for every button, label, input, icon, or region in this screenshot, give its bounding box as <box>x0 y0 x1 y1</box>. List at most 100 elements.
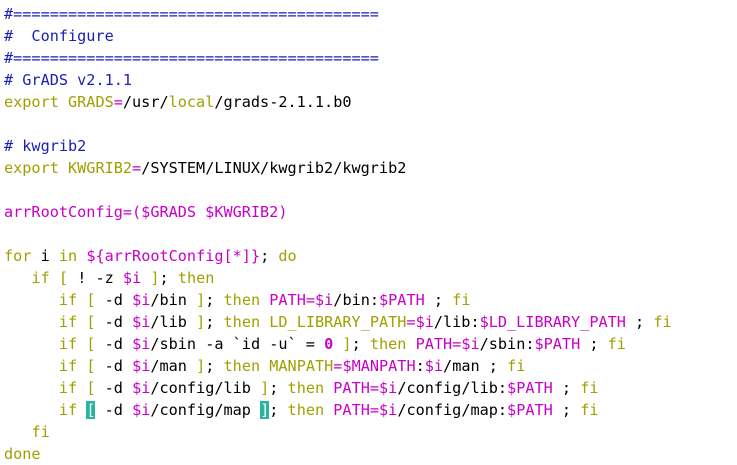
code-token: /bin <box>150 291 197 309</box>
code-token: ] <box>196 357 206 375</box>
code-token: done <box>4 445 41 463</box>
code-line[interactable]: # kwgrib2 <box>4 135 737 157</box>
code-line[interactable]: if [ -d $i/lib ]; then LD_LIBRARY_PATH=$… <box>4 311 737 333</box>
code-token: ; <box>580 335 608 353</box>
code-token: ; <box>205 291 224 309</box>
code-line[interactable] <box>4 179 737 201</box>
code-token: ; <box>205 357 224 375</box>
matched-bracket: ] <box>260 401 270 419</box>
code-token: if <box>58 357 78 375</box>
code-line[interactable]: if [ -d $i/sbin -a `id -u` = 0 ]; then P… <box>4 333 737 355</box>
code-token: ] <box>150 269 160 287</box>
code-line[interactable]: export GRADS=/usr/local/grads-2.1.1.b0 <box>4 91 737 113</box>
code-token: if <box>58 379 78 397</box>
code-token: PATH <box>333 401 370 419</box>
matched-bracket: [ <box>86 401 96 419</box>
code-token: ${arrRootConfig[*]} <box>86 247 261 265</box>
code-token: $i <box>132 379 151 397</box>
code-token: ; <box>269 401 288 419</box>
code-editor[interactable]: #=======================================… <box>4 3 737 465</box>
code-token: /SYSTEM/LINUX/kwgrib2/kwgrib2 <box>141 159 407 177</box>
code-line[interactable]: # Configure <box>4 25 737 47</box>
code-token: fi <box>580 401 599 419</box>
code-token: $i <box>132 313 151 331</box>
code-token <box>260 291 269 309</box>
code-line[interactable] <box>4 223 737 245</box>
code-token: $GRADS $KWGRIB2 <box>141 203 279 221</box>
code-token: /usr/ <box>122 93 169 111</box>
code-token: = <box>305 291 315 309</box>
code-token <box>4 357 59 375</box>
code-token: ; <box>424 291 453 309</box>
code-token: /config/map <box>150 401 261 419</box>
code-token: KWGRIB2 <box>68 159 133 177</box>
code-token: ; <box>552 401 581 419</box>
code-token: fi <box>580 379 599 397</box>
code-token <box>77 401 86 419</box>
code-token: -d <box>95 313 133 331</box>
code-line[interactable]: for i in ${arrRootConfig[*]}; do <box>4 245 737 267</box>
code-token: then <box>287 379 325 397</box>
code-token: GRADS <box>68 93 114 111</box>
code-line[interactable] <box>4 113 737 135</box>
code-token: : <box>415 357 425 375</box>
code-token: -d <box>95 357 133 375</box>
code-token: for <box>4 247 32 265</box>
code-token <box>324 379 333 397</box>
code-token: $i <box>379 379 398 397</box>
code-token: fi <box>31 423 50 441</box>
code-token: # Configure <box>4 27 114 45</box>
code-token: if <box>58 291 78 309</box>
code-token <box>406 335 415 353</box>
code-token: /sbin: <box>479 335 535 353</box>
code-line[interactable]: if [ -d $i/man ]; then MANPATH=$MANPATH:… <box>4 355 737 377</box>
code-token: ; <box>260 247 279 265</box>
code-line[interactable]: if [ -d $i/bin ]; then PATH=$i/bin:$PATH… <box>4 289 737 311</box>
code-token: /config/map: <box>397 401 508 419</box>
code-token <box>4 335 59 353</box>
code-line[interactable]: if [ -d $i/config/lib ]; then PATH=$i/co… <box>4 377 737 399</box>
code-token: then <box>223 357 261 375</box>
code-token: $i <box>424 357 444 375</box>
code-token <box>4 379 59 397</box>
code-token: /bin: <box>333 291 380 309</box>
code-token: $i <box>379 401 398 419</box>
code-token <box>4 313 59 331</box>
code-line[interactable]: done <box>4 443 737 465</box>
code-token: $i <box>132 401 151 419</box>
code-token: =( <box>122 203 142 221</box>
code-token: $i <box>132 291 151 309</box>
code-token <box>324 401 333 419</box>
code-token: ; <box>552 379 581 397</box>
code-token <box>4 423 31 441</box>
code-line[interactable]: if [ ! -z $i ]; then <box>4 267 737 289</box>
code-token: /man <box>150 357 197 375</box>
code-token: ] <box>196 313 206 331</box>
code-token: /grads-2.1.1.b0 <box>214 93 352 111</box>
code-token: $PATH <box>507 401 553 419</box>
code-token: in <box>58 247 78 265</box>
code-token: = <box>113 93 123 111</box>
code-token: = <box>406 313 416 331</box>
code-token: /man ; <box>443 357 508 375</box>
code-token: $i <box>315 291 334 309</box>
code-line[interactable]: fi <box>4 421 737 443</box>
code-token: -d <box>95 335 133 353</box>
code-line[interactable]: arrRootConfig=($GRADS $KWGRIB2) <box>4 201 737 223</box>
code-token: #=======================================… <box>4 5 379 23</box>
code-line[interactable]: if [ -d $i/config/map ]; then PATH=$i/co… <box>4 399 737 421</box>
code-token: [ <box>86 357 96 375</box>
code-line[interactable]: # GrADS v2.1.1 <box>4 69 737 91</box>
code-token: $i <box>415 313 434 331</box>
code-token: local <box>168 93 215 111</box>
code-token <box>77 291 86 309</box>
code-token <box>260 357 269 375</box>
code-token <box>50 269 59 287</box>
code-token: /lib: <box>433 313 480 331</box>
code-token: fi <box>452 291 471 309</box>
code-line[interactable]: export KWGRIB2=/SYSTEM/LINUX/kwgrib2/kwg… <box>4 157 737 179</box>
code-token: if <box>58 335 78 353</box>
code-line[interactable]: #=======================================… <box>4 3 737 25</box>
code-token: then <box>223 291 261 309</box>
code-line[interactable]: #=======================================… <box>4 47 737 69</box>
